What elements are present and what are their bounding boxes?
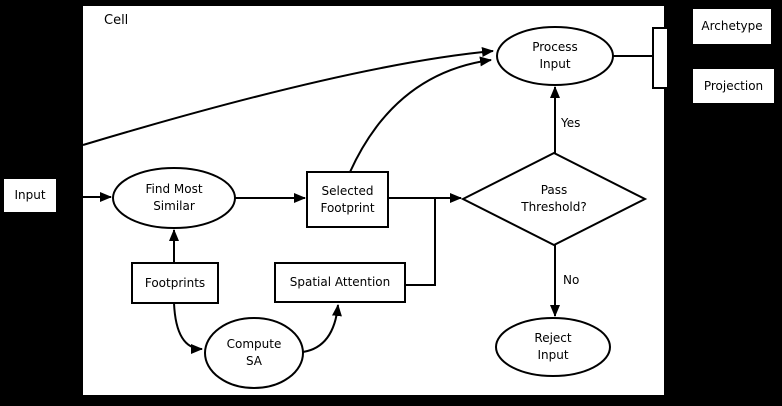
compute-sa-ellipse (204, 317, 304, 389)
edge-cell-input-to-process-input-curve (82, 47, 494, 146)
yes-edge-label: Yes (561, 116, 581, 130)
edge-footprints-to-compute-sa-curve (173, 302, 203, 354)
footprints-box (131, 262, 219, 304)
output-port-box (652, 27, 669, 89)
edge-spatial-attention-to-junction (405, 198, 436, 286)
cell-container-label: Cell (104, 13, 129, 28)
node-shapes (2, 7, 776, 389)
reject-input-ellipse (495, 317, 611, 377)
no-edge-label: No (563, 273, 580, 287)
projection-box (691, 67, 776, 105)
pass-threshold-diamond (460, 151, 648, 247)
process-input-ellipse (496, 26, 614, 86)
edge-selected-footprint-to-process-input-curve (349, 56, 492, 173)
input-node-box (2, 177, 58, 214)
archetype-box (691, 7, 773, 46)
spatial-attention-box (274, 262, 406, 303)
edge-compute-sa-to-spatial-attention-curve (302, 304, 342, 353)
find-most-similar-ellipse (112, 167, 236, 229)
selected-footprint-box (306, 171, 389, 228)
edges (57, 47, 653, 354)
